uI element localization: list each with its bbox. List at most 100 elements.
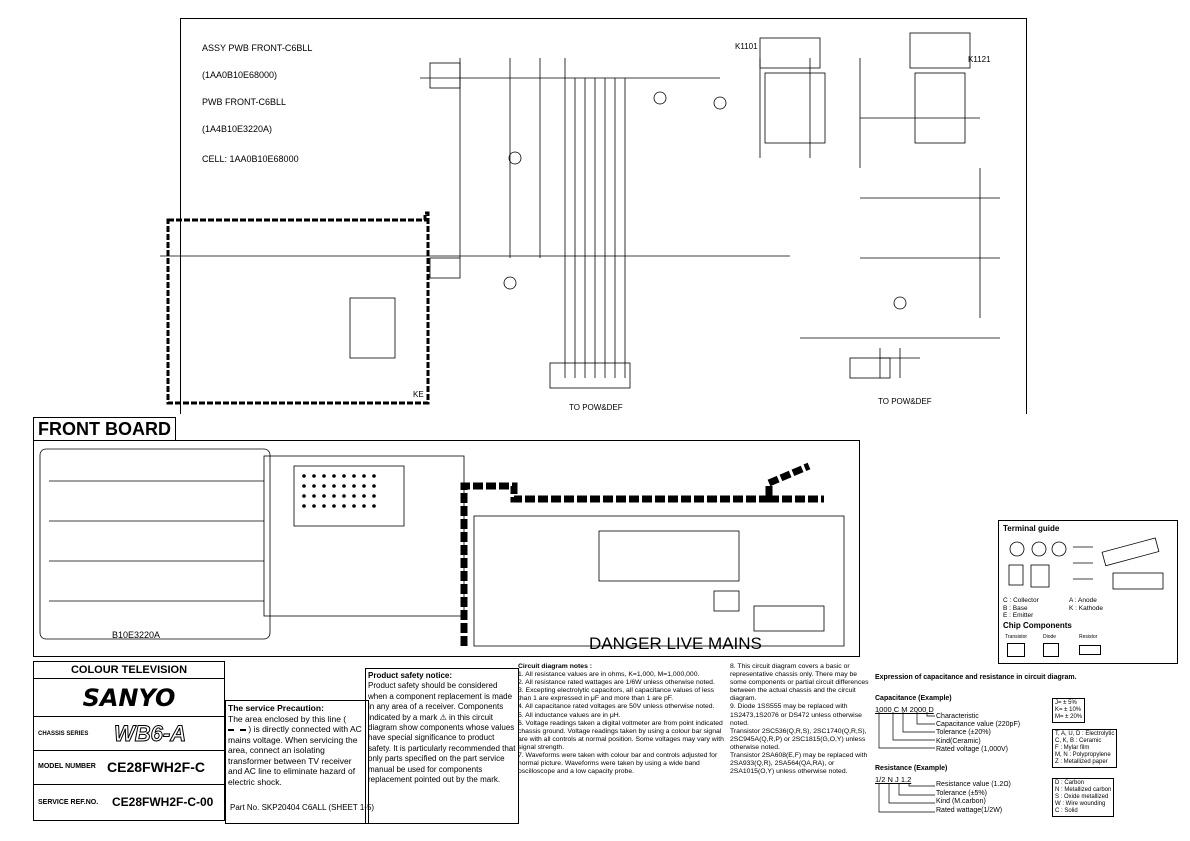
- tolerance-box: J= ± 5% K= ± 10% M= ± 20%: [1052, 698, 1086, 723]
- res-kind-metallized-carbon: N : Metallized carbon: [1055, 787, 1112, 793]
- resistor-kind-box: D : Carbon N : Metallized carbon S : Oxi…: [1052, 778, 1115, 817]
- terminal-legend-right: A : Anode K : Kathode: [1069, 597, 1103, 612]
- chip-diode-label: Diode: [1043, 634, 1057, 640]
- brand-logo: SANYO: [82, 684, 176, 712]
- chip-transistor-label: Transistor: [1005, 634, 1028, 640]
- note-11: Transistor 2SA608(E,F) may be replaced w…: [730, 752, 868, 776]
- res-kind-carbon: D : Carbon: [1055, 780, 1085, 786]
- capacitor-kind-box: T, A, U, D : Electrolytic C, K, B : Cera…: [1052, 729, 1118, 768]
- assy-line-4: (1A4B10E3220A): [202, 124, 273, 134]
- chassis-label: CHASSIS SERIES: [38, 731, 89, 737]
- expression-title: Expression of capacitance and resistance…: [875, 674, 1077, 681]
- terminal-drawings: [1008, 537, 1164, 590]
- res-kind-solid: C : Solid: [1055, 808, 1078, 814]
- assy-line-2: (1AA0B10E68000): [202, 70, 278, 80]
- note-10: Transistor 2SC536(Q,R,S), 2SC1740(Q,R,S)…: [730, 727, 867, 751]
- capacitance-code: 1000 C M 2000 D: [875, 705, 934, 714]
- to-pow-def-right: TO POW&DEF: [878, 397, 932, 406]
- pcb-drawing: [39, 448, 845, 647]
- schematic-drawing: [160, 32, 1000, 405]
- res-kind-wire: W : Wire wounding: [1055, 801, 1106, 807]
- front-board-title: FRONT BOARD: [33, 417, 176, 442]
- service-precaution-box: The service Precaution: The area enclose…: [225, 700, 369, 824]
- kind-metallized-paper: Z : Metallized paper: [1055, 759, 1108, 765]
- relay-k1121-label: K1121: [968, 55, 991, 64]
- note-6: 6. Voltage readings taken a digital volt…: [518, 719, 724, 751]
- model-label: MODEL NUMBER: [38, 763, 96, 770]
- chip-resistor-label: Resistor: [1079, 634, 1098, 640]
- chip-diode-icon: [1043, 643, 1059, 657]
- assembly-info: ASSY PWB FRONT-C6BLL (1AA0B10E68000) PWB…: [202, 26, 312, 173]
- note-4: 4. All capacitance rated voltages are 50…: [518, 703, 715, 711]
- kind-mylar: F : Mylar film: [1055, 745, 1090, 751]
- model-value: CE28FWH2F-C: [107, 759, 206, 775]
- relay-k1101-label: K1101: [735, 42, 758, 51]
- res-kind-oxide: S : Oxide metallized: [1055, 794, 1109, 800]
- legend-collector: C : Collector: [1003, 597, 1039, 604]
- chip-components-title: Chip Components: [1003, 621, 1072, 630]
- product-name: COLOUR TELEVISION: [70, 664, 188, 676]
- kind-polypropylene: M, N : Polypropylene: [1055, 752, 1111, 758]
- circuit-notes-right: 8. This circuit diagram covers a basic o…: [730, 663, 870, 776]
- service-precaution-text-b: ) is directly connected with AC mains vo…: [228, 724, 362, 787]
- note-3: 3. Excepting electrolytic capacitors, al…: [518, 687, 715, 703]
- part-number: Part No. SKP20404 C6ALL (SHEET 1-5): [230, 803, 375, 812]
- resistance-example-title: Resistance (Example): [875, 765, 948, 772]
- cap-line-voltage: Rated voltage (1,000V): [936, 745, 1008, 753]
- to-pow-def-left: TO POW&DEF: [569, 403, 623, 412]
- kind-electrolytic: T, A, U, D : Electrolytic: [1055, 731, 1115, 737]
- title-block: COLOUR TELEVISION SANYO CHASSIS SERIES W…: [33, 661, 225, 821]
- res-line-value: Resistance value (1.2Ω): [936, 781, 1011, 788]
- assy-line-1: ASSY PWB FRONT-C6BLL: [202, 43, 313, 53]
- legend-anode: A : Anode: [1069, 597, 1097, 604]
- pcb-code-label: B10E3220A: [112, 630, 161, 640]
- assy-line-5: CELL: 1AA0B10E68000: [202, 154, 299, 164]
- note-1: 1. All resistance values are in ohms, K=…: [518, 671, 700, 679]
- cap-line-value: Capacitance value (220pF): [936, 721, 1021, 729]
- service-precaution-text-a: The area enclosed by this line (: [228, 713, 347, 724]
- schematic-frame: [180, 18, 1027, 414]
- service-row: SERVICE REF.NO. CE28FWH2F-C-00: [34, 784, 224, 821]
- terminal-guide: Terminal guide C : Collector B : Base E …: [998, 520, 1178, 664]
- chassis-row: CHASSIS SERIES WB6-A: [34, 716, 224, 751]
- warning-triangle-icon: ⚠: [439, 712, 447, 722]
- cap-line-characteristic: Characteristic: [936, 713, 979, 720]
- product-safety-text-a: Product safety should be considered when…: [368, 681, 513, 722]
- brand-row: SANYO: [34, 678, 224, 717]
- chip-transistor-icon: [1007, 643, 1025, 657]
- legend-base: B : Base: [1003, 604, 1028, 612]
- tol-m: M= ± 20%: [1055, 714, 1083, 720]
- chip-resistor-icon: [1079, 645, 1101, 655]
- res-line-wattage: Rated wattage(1/2W): [936, 806, 1003, 814]
- pcb-layout: [33, 440, 860, 657]
- legend-kathode: K : Kathode: [1069, 604, 1103, 612]
- chassis-value: WB6-A: [113, 721, 187, 747]
- product-safety-title: Product safety notice:: [368, 671, 453, 680]
- cap-line-tolerance: Tolerance (±20%): [936, 729, 991, 737]
- note-2: 2. All resistance rated wattages are 1/6…: [518, 679, 715, 687]
- legend-emitter: E : Emitter: [1003, 612, 1034, 619]
- service-ref-value: CE28FWH2F-C-00: [112, 795, 214, 809]
- capacitance-example-title: Capacitance (Example): [875, 695, 952, 702]
- terminal-guide-title: Terminal guide: [1003, 524, 1060, 533]
- kind-ceramic: C, K, B : Ceramic: [1055, 738, 1102, 744]
- resistance-leader-lines: [878, 783, 935, 813]
- service-ref-label: SERVICE REF.NO.: [38, 799, 99, 806]
- ke-label: KE: [413, 390, 424, 399]
- resistance-lines: Resistance value (1.2Ω) Tolerance (±5%) …: [936, 781, 1011, 815]
- product-safety-text-b: in this circuit diagram show components …: [368, 712, 516, 785]
- mains-line-symbol: [228, 728, 246, 731]
- tol-j: J= ± 5%: [1055, 700, 1077, 706]
- terminal-legend-left: C : Collector B : Base E : Emitter: [1003, 597, 1039, 620]
- note-8: 8. This circuit diagram covers a basic o…: [730, 663, 869, 703]
- danger-live-mains: DANGER LIVE MAINS: [589, 634, 762, 653]
- note-9: 9. Diode 1SS555 may be replaced with 1S2…: [730, 703, 862, 727]
- assy-line-3: PWB FRONT-C6BLL: [202, 97, 287, 107]
- tol-k: K= ± 10%: [1055, 707, 1082, 713]
- capacitance-leader-lines: [878, 712, 935, 749]
- note-7: 7. Waveforms were taken with colour bar …: [518, 752, 718, 776]
- res-line-kind: Kind (M.carbon): [936, 798, 986, 806]
- circuit-notes: Circuit diagram notes : 1. All resistanc…: [518, 663, 725, 776]
- note-5: 5. All inductance values are in μH.: [518, 711, 621, 719]
- service-precaution-title: The service Precaution:: [228, 703, 324, 713]
